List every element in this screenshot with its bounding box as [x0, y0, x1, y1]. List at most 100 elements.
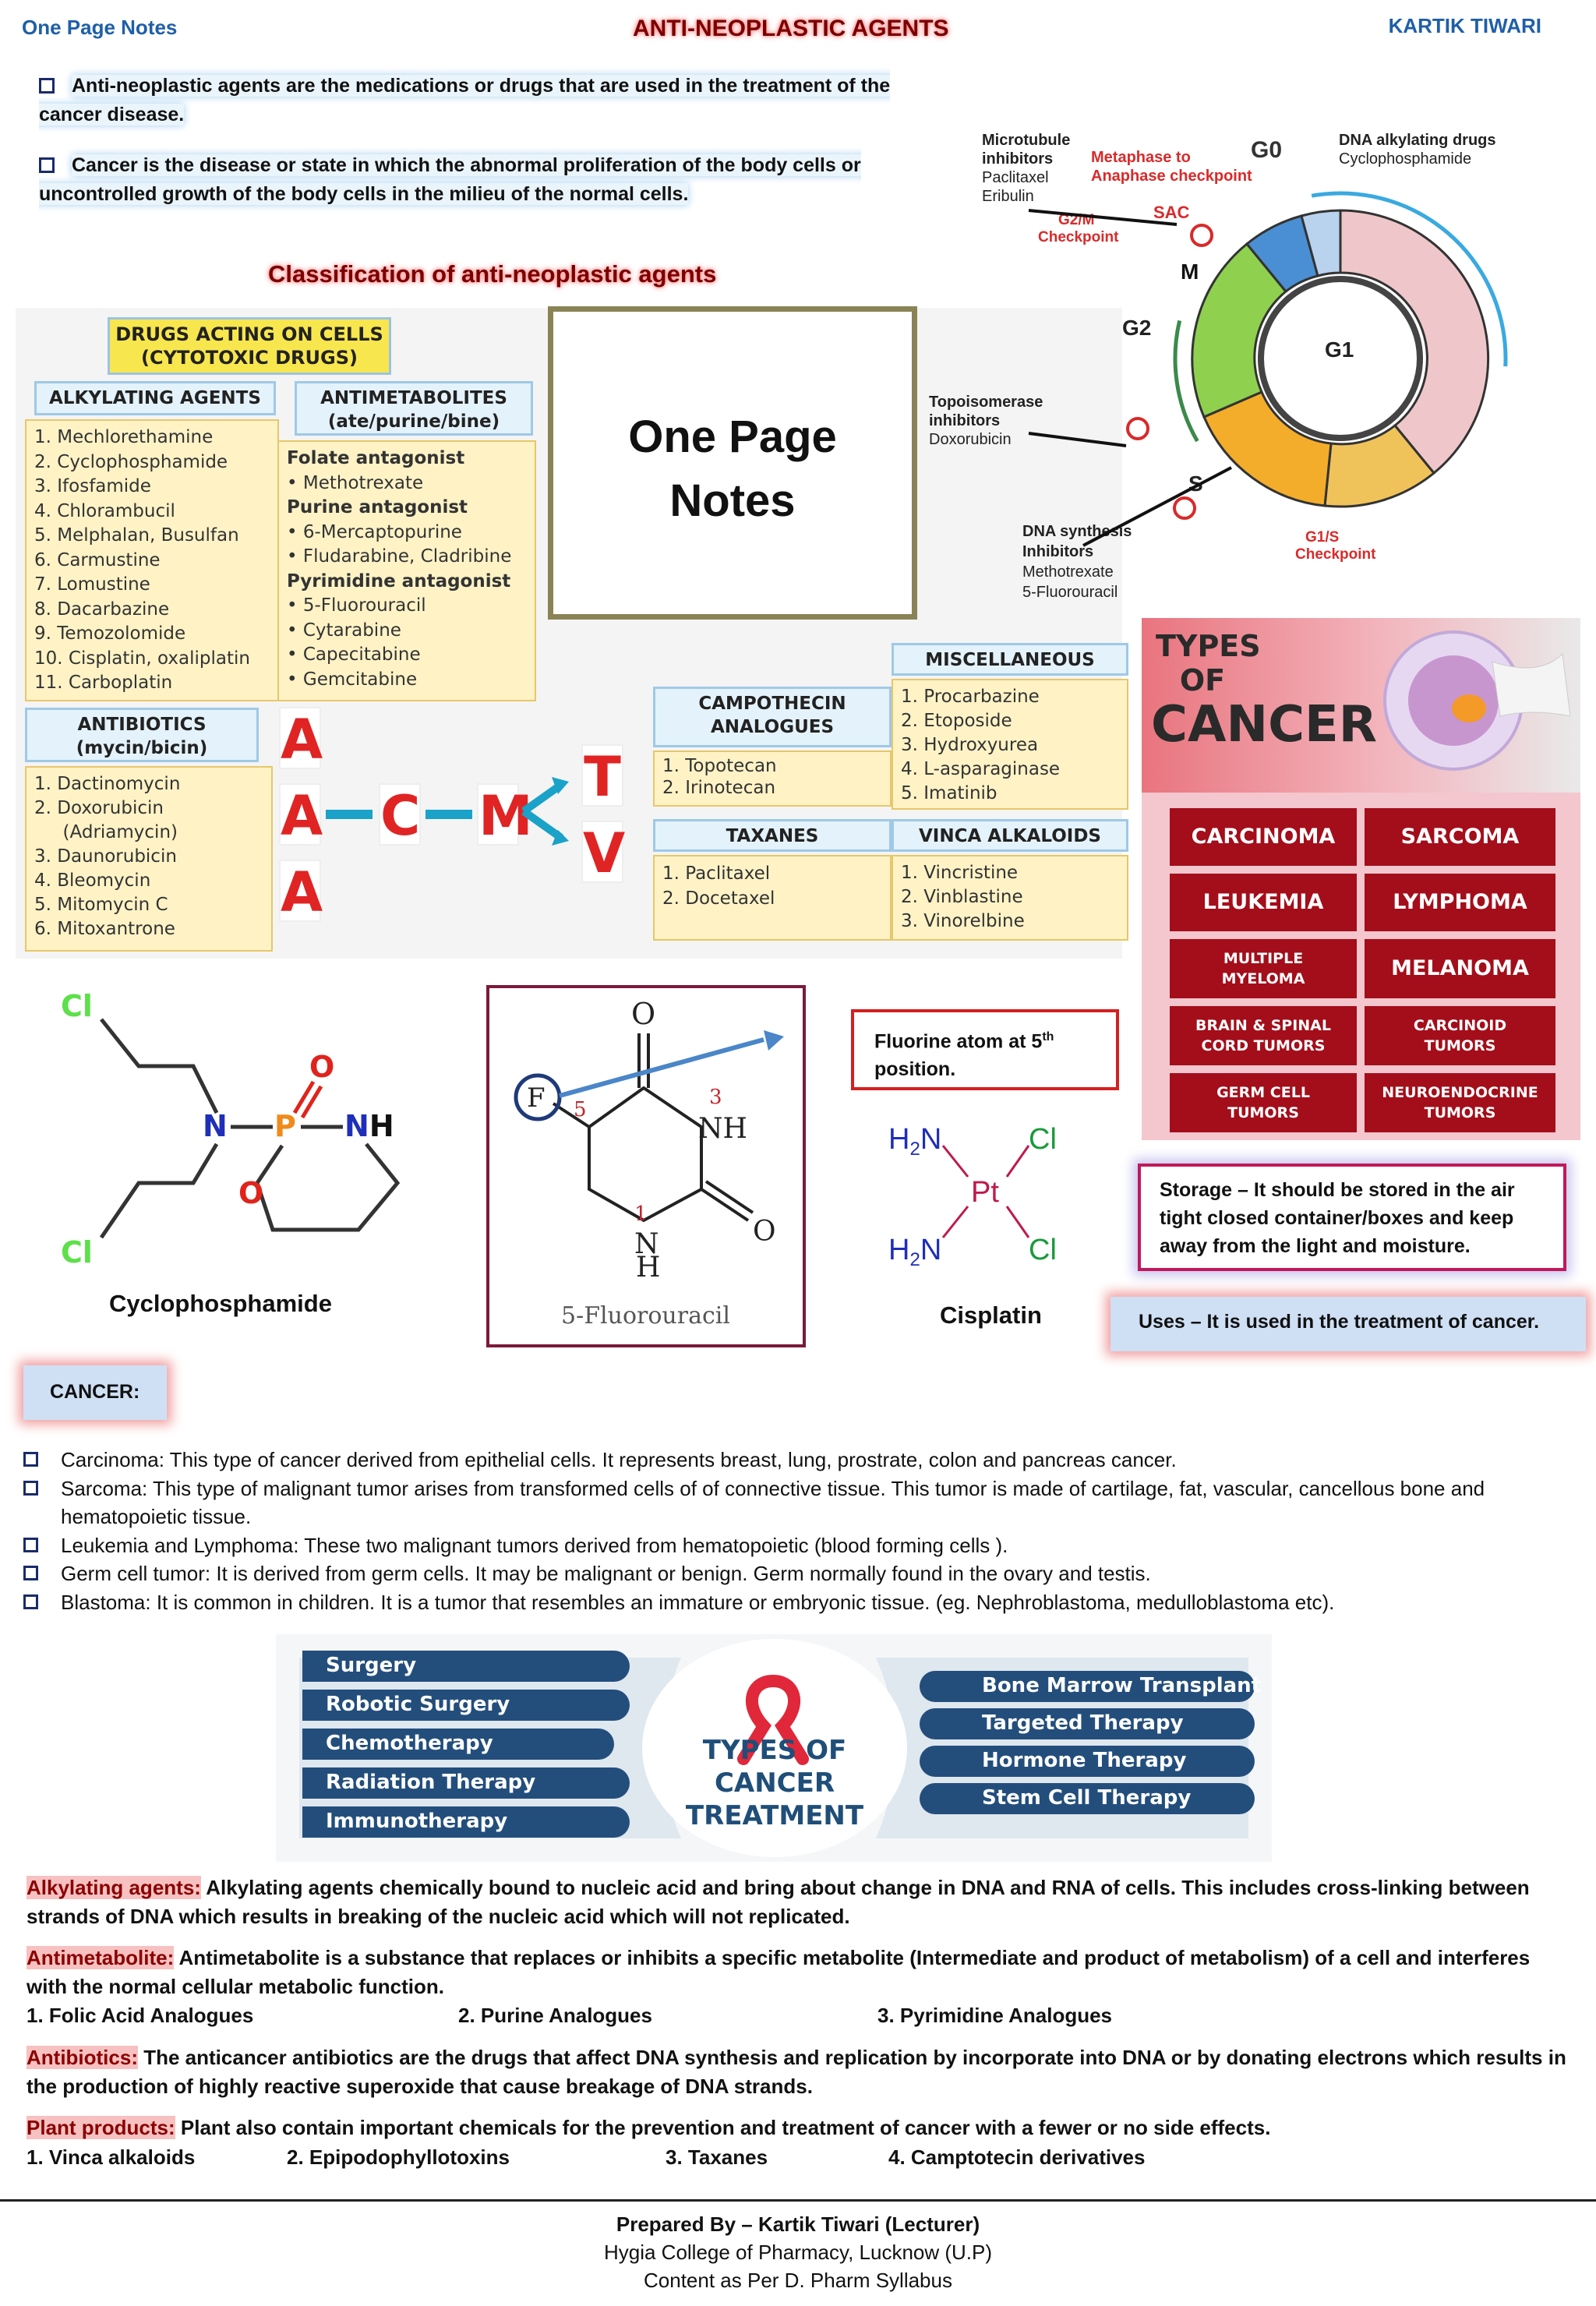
mnemonic-letter-m: M [477, 783, 533, 848]
mnemonic-letter-c: C [379, 783, 421, 848]
phosphorus-atom: P [274, 1109, 296, 1143]
taxanes-header: TAXANES [653, 819, 892, 852]
list-item: 1. Vincristine [901, 863, 1019, 883]
fluorouracil-structure: O NH N H O F 3 5 1 5-Fluorouracil [514, 997, 784, 1330]
camptothecin-list: 1. Topotecan 2. Irinotecan [653, 750, 892, 807]
checkbox-bullet-icon [23, 1594, 38, 1609]
chlorine-atom: Cl [1029, 1234, 1057, 1266]
arrow-right-icon [425, 810, 472, 819]
list-item: 8. Dacarbazine [34, 599, 170, 620]
list-item: 2. Irinotecan [662, 778, 776, 798]
plant-item-2: 2. Epipodophyllotoxins [287, 2145, 510, 2169]
list-item: 3. Daunorubicin [34, 846, 177, 867]
list-item: • Capecitabine [287, 644, 421, 665]
taxanes-list: 1. Paclitaxel 2. Docetaxel [653, 855, 892, 941]
list-item: • 6-Mercaptopurine [287, 521, 462, 542]
list-item: 2. Etoposide [901, 711, 1012, 731]
list-item: 6. Carmustine [34, 549, 161, 570]
alkylating-list: 1. Mechlorethamine 2. Cyclophosphamide 3… [25, 419, 279, 701]
list-item: 4. Chlorambucil [34, 500, 175, 521]
definition-text: Antimetabolite is a substance that repla… [26, 1946, 1531, 1998]
list-item: Purine antagonist [287, 497, 468, 517]
nitrogen-atom: N [203, 1109, 228, 1143]
list-item: 1. Mechlorethamine [34, 427, 214, 447]
cyclophosphamide-structure: Cl N P O NH O Cl [61, 989, 401, 1270]
treatment-robotic-surgery: Robotic Surgery [302, 1690, 630, 1721]
header-left-label: One Page Notes [22, 16, 178, 39]
list-item: Folate antagonist [287, 448, 465, 468]
definition-label: Antimetabolite: [26, 1946, 175, 1969]
antimetabolites-header: ANTIMETABOLITES (ate/purine/bine) [295, 381, 533, 436]
drugs-acting-header: DRUGS ACTING ON CELLS (CYTOTOXIC DRUGS) [108, 317, 391, 375]
camptothecin-subtitle: ANALOGUES [710, 717, 835, 737]
list-item: Carcinoma: This type of cancer derived f… [23, 1446, 1551, 1474]
list-item: 5. Melphalan, Busulfan [34, 525, 239, 546]
treatment-bone-marrow: Bone Marrow Transplant [920, 1671, 1261, 1702]
mnemonic-letter-t: T [581, 744, 623, 808]
definition-text: The anticancer antibiotics are the drugs… [26, 2046, 1566, 2098]
miscellaneous-list: 1. Procarbazine 2. Etoposide 3. Hydroxyu… [892, 679, 1128, 810]
treatment-hormone: Hormone Therapy [920, 1746, 1255, 1777]
definition-label: Plant products: [26, 2116, 175, 2139]
treatment-title-line1: TYPES OF [702, 1735, 847, 1766]
list-item: 4. Bleomycin [34, 870, 151, 891]
footer-syllabus: Content as Per D. Pharm Syllabus [644, 2269, 952, 2292]
plant-item-4: 4. Camptotecin derivatives [888, 2145, 1146, 2169]
cisplatin-structure: H2N Cl Pt H2N Cl [888, 1123, 1057, 1270]
plant-item-1: 1. Vinca alkaloids [26, 2145, 196, 2169]
definition-plant-products: Plant products: Plant also contain impor… [26, 2114, 1570, 2142]
treatment-targeted: Targeted Therapy [920, 1708, 1255, 1739]
cancer-type-germ-cell: GERM CELL TUMORS [1170, 1073, 1357, 1132]
definition-text: Plant also contain important chemicals f… [175, 2116, 1271, 2139]
camptothecin-header: CAMPOTHECIN ANALOGUES [653, 687, 892, 747]
h2n-group: H2N [888, 1234, 941, 1270]
cancer-type-sarcoma: SARCOMA [1365, 808, 1555, 866]
intro-text-1: Anti-neoplastic agents are the medicatio… [39, 75, 891, 125]
author-name: KARTIK TIWARI [1388, 14, 1541, 37]
antimetabolites-title: ANTIMETABOLITES [320, 388, 507, 408]
checkbox-bullet-icon [39, 78, 55, 94]
fluorine-highlight-circle [514, 1073, 562, 1121]
list-item: 5. Mitomycin C [34, 895, 168, 915]
cancer-type-carcinoid: CARCINOID TUMORS [1365, 1006, 1555, 1065]
cancer-type-lymphoma: LYMPHOMA [1365, 874, 1555, 931]
mnemonic-letter-a1: A [279, 707, 323, 772]
fluorine-note-sup: th [1042, 1030, 1054, 1044]
treatment-immunotherapy: Immunotherapy [302, 1806, 630, 1838]
sac-label: SAC [1153, 203, 1190, 222]
fluorine-note-box: Fluorine atom at 5th position. [851, 1009, 1119, 1090]
miscellaneous-header: MISCELLANEOUS [892, 643, 1128, 676]
list-item: Leukemia and Lymphoma: These two maligna… [23, 1531, 1551, 1560]
g1-phase-label: G1 [1325, 337, 1354, 362]
types-word: TYPES [1156, 629, 1261, 663]
plant-item-3: 3. Taxanes [666, 2145, 768, 2169]
arrow-right-icon [326, 810, 373, 819]
cell-cycle-diagram: Microtubule inhibitors Paclitaxel Eribul… [929, 132, 1508, 601]
list-item: 2. Vinblastine [901, 887, 1023, 907]
antibiotics-suffix: (mycin/bicin) [76, 738, 208, 758]
nh-atom: NH [344, 1109, 394, 1143]
g2m-label: G2/M Checkpoint [1038, 212, 1119, 245]
antimetabolites-list: Folate antagonist • Methotrexate Purine … [277, 440, 536, 701]
fluorine-note-text: Fluorine atom at 5 [874, 1030, 1043, 1053]
block-icon [1126, 417, 1149, 440]
metaphase-label: Metaphase to Anaphase checkpoint [1091, 149, 1252, 185]
nitrogen-atom-1: N [634, 1228, 659, 1260]
antibiotics-title: ANTIBIOTICS [77, 715, 207, 735]
of-word: OF [1179, 663, 1226, 697]
oxygen-atom: O [631, 997, 655, 1031]
list-item: • Gemcitabine [287, 669, 418, 690]
inhibitor-arrow-icon [1028, 209, 1178, 226]
camptothecin-title: CAMPOTHECIN [698, 694, 846, 714]
chlorine-atom: Cl [61, 1235, 93, 1270]
list-item: 6. Mitoxantrone [34, 919, 175, 939]
inhibitor-arrow-icon [1028, 432, 1127, 447]
antimetabolite-item-1: 1. Folic Acid Analogues [26, 2004, 254, 2027]
dna-alkylating-label: DNA alkylating drugs Cyclophosphamide [1339, 132, 1500, 168]
list-item: 4. L-asparaginase [901, 759, 1061, 779]
list-item: 10. Cisplatin, oxaliplatin [34, 648, 250, 669]
list-item: 2. Cyclophosphamide [34, 451, 228, 472]
list-item: 1. Topotecan [662, 756, 777, 776]
checkbox-bullet-icon [23, 1537, 38, 1552]
